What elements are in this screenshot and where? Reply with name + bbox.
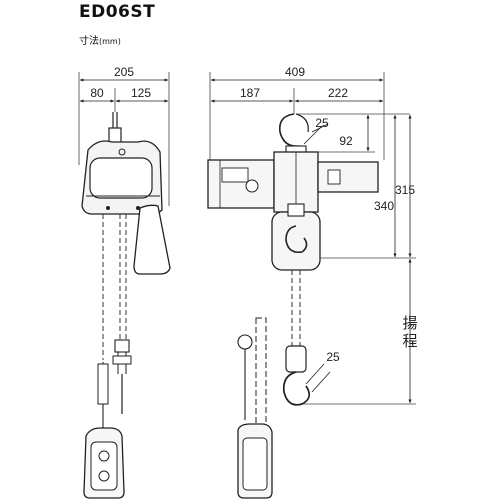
dim-left-a: 80: [90, 86, 104, 100]
lift-label-char-1: 揚: [402, 314, 417, 332]
dim-height-outer: 340: [374, 199, 394, 213]
right-view: [207, 72, 416, 499]
lower-block: [271, 211, 321, 271]
dim-right-a: 187: [240, 86, 260, 100]
dim-hook-opening-bottom: 25: [326, 350, 340, 364]
lift-label-char-2: 程: [402, 332, 417, 350]
page-title: ED06ST: [79, 2, 156, 22]
left-view: [78, 72, 171, 499]
dim-right-b: 222: [328, 86, 348, 100]
page-subtitle: 寸法(mm): [79, 32, 121, 47]
bottom-hook: [282, 371, 311, 406]
dim-right-total: 409: [285, 65, 305, 79]
motor-housing: [207, 159, 275, 209]
dim-hook-offset: 92: [339, 134, 353, 148]
gear-housing: [317, 161, 379, 193]
dim-left-total: 205: [114, 65, 134, 79]
dim-left-b: 125: [131, 86, 151, 100]
subtitle-text: 寸法: [79, 36, 99, 47]
dim-height-inner: 315: [395, 183, 415, 197]
chain-bag: [133, 204, 171, 275]
dim-hook-opening-top: 25: [315, 116, 329, 130]
subtitle-unit: (mm): [99, 37, 121, 46]
